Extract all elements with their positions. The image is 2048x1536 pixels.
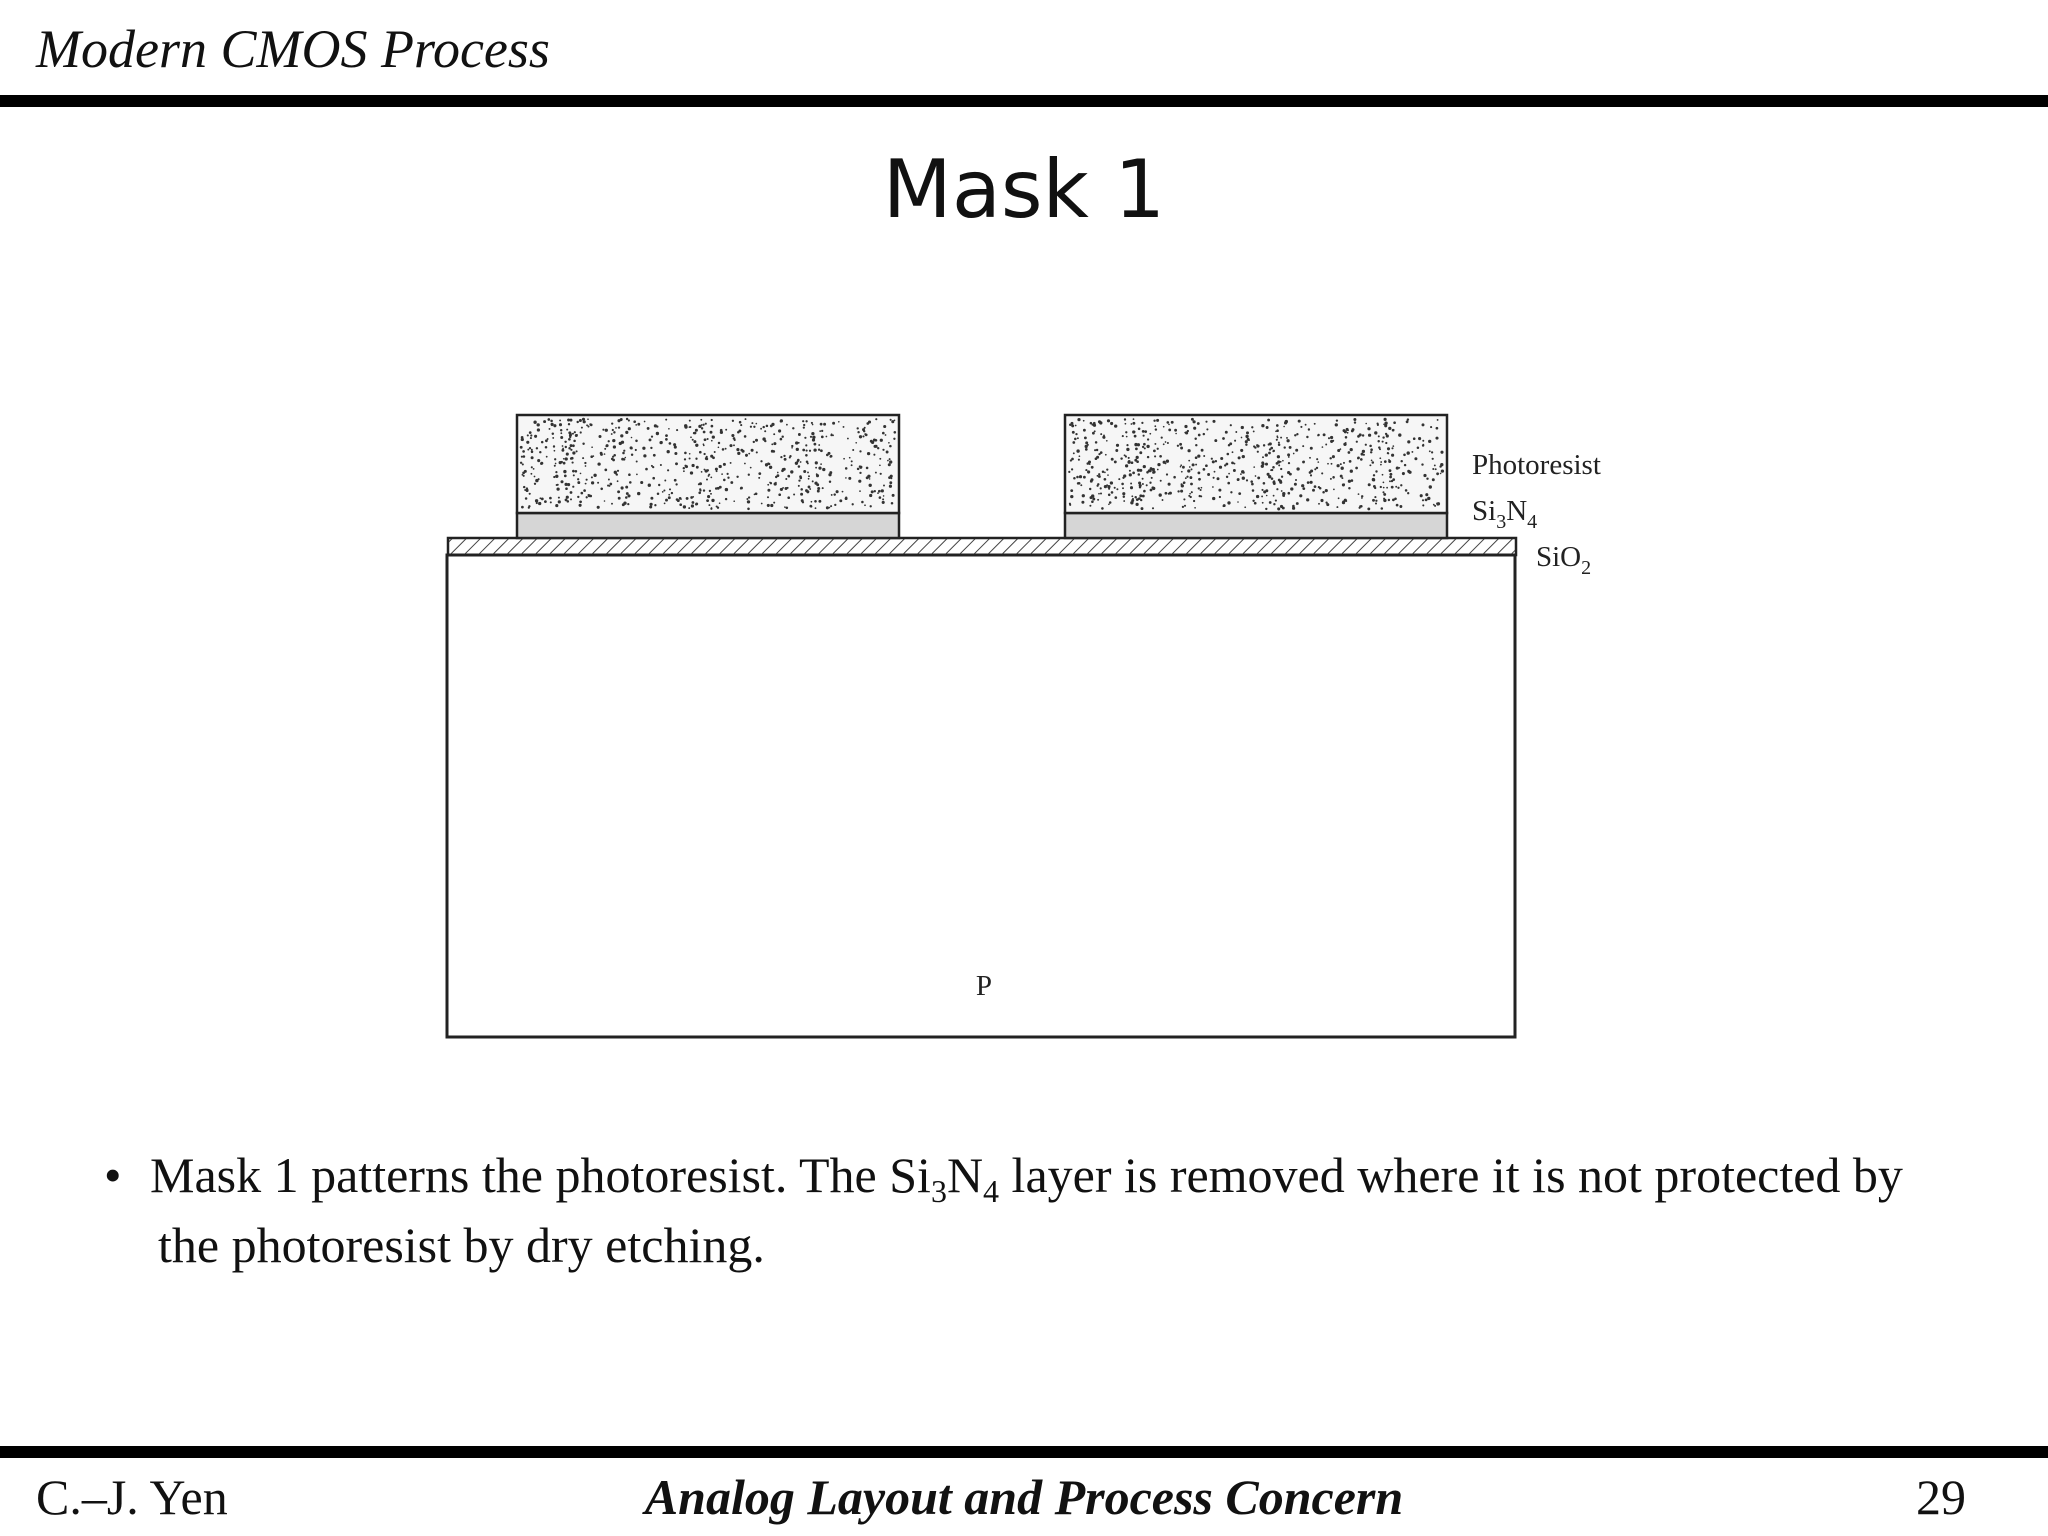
bullet-dot: • — [104, 1147, 122, 1203]
si3n4-left — [515, 511, 901, 540]
bullet-line-2: the photoresist by dry etching. — [158, 1217, 765, 1273]
bullet-part2: N — [946, 1147, 984, 1203]
sio2-label-base: SiO — [1536, 541, 1581, 573]
si3n4-label-sub1: 3 — [1496, 511, 1506, 533]
photoresist-label: Photoresist — [1472, 449, 1601, 481]
photoresist-left-stipple — [519, 417, 897, 511]
sio2-layer — [446, 536, 1518, 557]
photoresist-right-stipple — [1068, 417, 1445, 511]
substrate-label: P — [976, 970, 992, 1002]
sio2-label-sub: 2 — [1581, 557, 1591, 579]
bullet-sub1: 3 — [930, 1173, 947, 1209]
si3n4-right — [1063, 511, 1449, 540]
sio2-label: SiO2 — [1536, 541, 1591, 579]
si3n4-label-sub2: 4 — [1527, 511, 1537, 533]
si3n4-label-base: Si — [1472, 495, 1496, 527]
slide-title: Mask 1 — [882, 143, 1166, 236]
footer-course-title: Analog Layout and Process Concern — [644, 1469, 1404, 1525]
si3n4-label: Si3N4 — [1472, 495, 1537, 533]
bullet-part3: layer is removed where it is not protect… — [999, 1147, 1903, 1203]
cross-section-diagram: Photoresist Si3N4 SiO2 P — [445, 413, 1601, 1039]
header-title: Modern CMOS Process — [36, 19, 550, 79]
header-rule — [0, 95, 2048, 107]
bullet-line-1: Mask 1 patterns the photoresist. The Si3… — [150, 1140, 1980, 1210]
si3n4-label-mid: N — [1506, 495, 1527, 527]
photoresist-left — [515, 413, 901, 515]
footer-page-number: 29 — [1916, 1469, 1966, 1525]
bullet-sub2: 4 — [983, 1173, 1000, 1209]
p-substrate — [445, 553, 1517, 1039]
bullet-part1: Mask 1 patterns the photoresist. The Si — [150, 1147, 931, 1203]
bullet-text: Mask 1 patterns the photoresist. The Si3… — [150, 1140, 1980, 1280]
footer-rule — [0, 1446, 2048, 1458]
footer-author: C.–J. Yen — [36, 1469, 228, 1525]
